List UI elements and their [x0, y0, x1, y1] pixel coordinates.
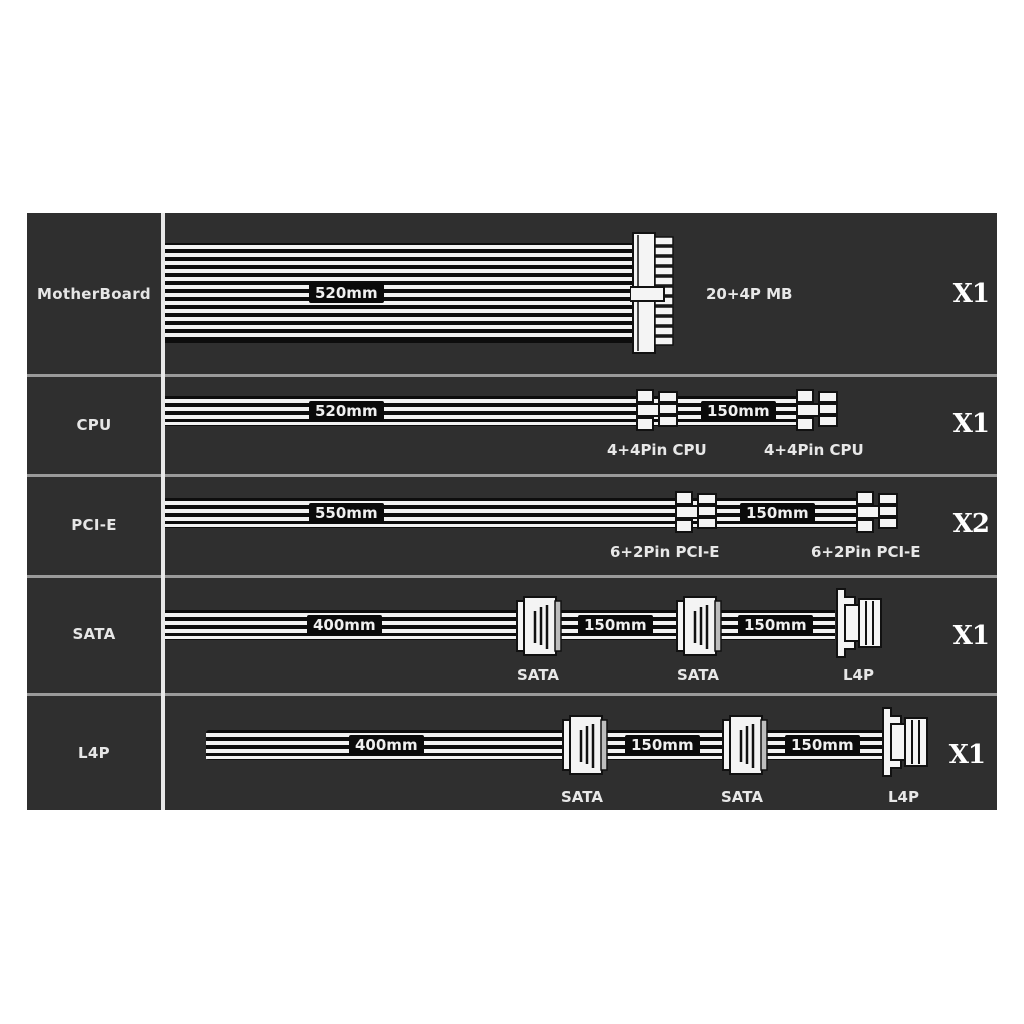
cable-spec-panel: MotherBoard 520mm 20+4P MB X1 CPU — [27, 213, 997, 810]
cable-bundle — [165, 396, 805, 426]
connector-label: 4+4Pin CPU — [607, 441, 707, 459]
row-separator — [27, 374, 997, 377]
connector-label: SATA — [677, 666, 719, 684]
connector-label: SATA — [721, 788, 763, 806]
row-separator — [27, 693, 997, 696]
segment-length-label: 150mm — [738, 615, 813, 635]
row-label: SATA — [72, 625, 116, 643]
cable-bundle — [206, 730, 886, 760]
connector-label: SATA — [561, 788, 603, 806]
cpu-8pin-connector-icon — [796, 389, 838, 431]
cable-bundle — [165, 243, 635, 343]
row-motherboard: MotherBoard 520mm 20+4P MB X1 — [27, 213, 997, 374]
column-divider — [161, 213, 165, 810]
row-sata: SATA 400mm 150mm 150mm — [27, 577, 997, 693]
cpu-8pin-connector-icon — [636, 389, 678, 431]
connector-label: 4+4Pin CPU — [764, 441, 864, 459]
row-label: CPU — [76, 416, 112, 434]
quantity: X1 — [952, 409, 990, 439]
row-separator — [27, 474, 997, 477]
molex-4pin-connector-icon — [882, 707, 928, 777]
segment-length-label: 150mm — [578, 615, 653, 635]
sata-connector-icon — [562, 715, 608, 775]
segment-length-label: 150mm — [740, 503, 815, 523]
sata-connector-icon — [676, 596, 722, 656]
cable-length-label: 400mm — [349, 735, 424, 755]
sata-connector-icon — [722, 715, 768, 775]
cable-length-label: 550mm — [309, 503, 384, 523]
pcie-8pin-connector-icon — [856, 491, 898, 533]
row-separator — [27, 575, 997, 578]
row-label: PCI-E — [71, 516, 117, 534]
cable-length-label: 400mm — [307, 615, 382, 635]
row-label: MotherBoard — [37, 285, 151, 303]
connector-label: L4P — [843, 666, 874, 684]
row-l4p: L4P 400mm 150mm 150mm — [27, 696, 997, 810]
sata-connector-icon — [516, 596, 562, 656]
connector-label: 20+4P MB — [706, 285, 793, 303]
connector-label: SATA — [517, 666, 559, 684]
quantity: X2 — [952, 509, 990, 539]
connector-label: L4P — [888, 788, 919, 806]
quantity: X1 — [952, 621, 990, 651]
connector-label: 6+2Pin PCI-E — [811, 543, 921, 561]
molex-4pin-connector-icon — [836, 588, 882, 658]
segment-length-label: 150mm — [701, 401, 776, 421]
pcie-8pin-connector-icon — [675, 491, 717, 533]
cable-length-label: 520mm — [309, 283, 384, 303]
cable-length-label: 520mm — [309, 401, 384, 421]
atx-24pin-connector-icon — [630, 232, 674, 354]
row-pci-e: PCI-E 550mm 150mm 6+2Pin PCI-E 6+2Pin PC… — [27, 476, 997, 575]
segment-length-label: 150mm — [785, 735, 860, 755]
row-cpu: CPU 520mm 150mm 4+4Pin CPU 4+4Pin CPU X1 — [27, 376, 997, 474]
quantity: X1 — [952, 279, 990, 309]
segment-length-label: 150mm — [625, 735, 700, 755]
cable-bundle — [165, 610, 835, 640]
quantity: X1 — [948, 740, 986, 770]
connector-label: 6+2Pin PCI-E — [610, 543, 720, 561]
row-label: L4P — [78, 744, 110, 762]
